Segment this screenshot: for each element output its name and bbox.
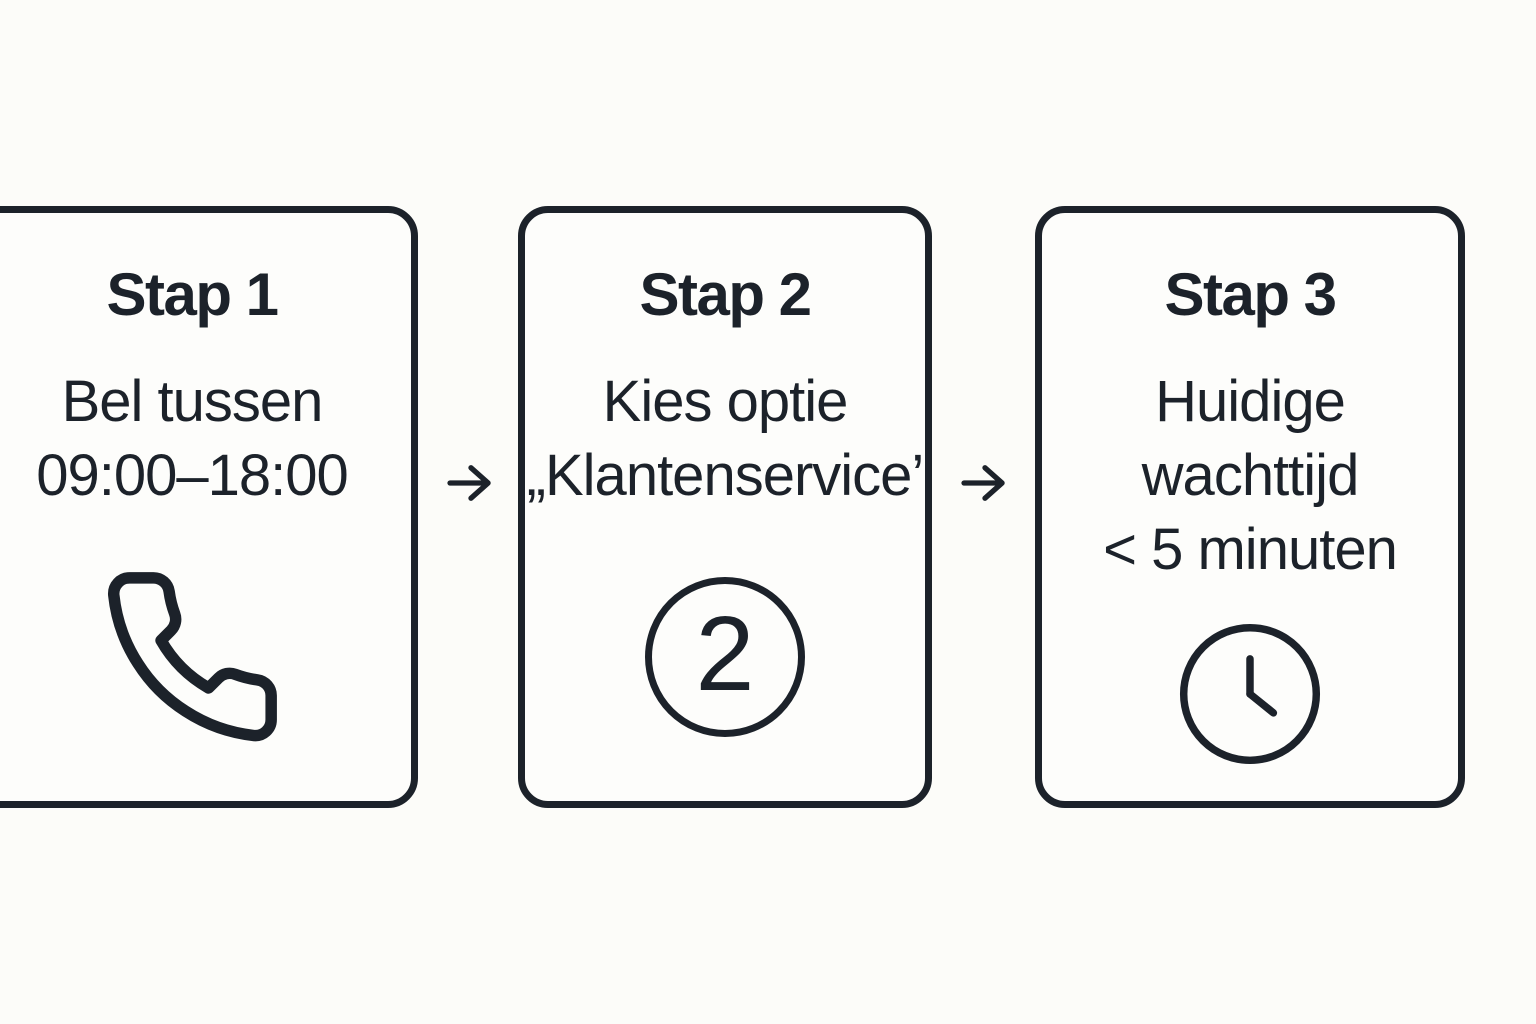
step-1-icon-area xyxy=(0,513,411,801)
arrow-right-icon xyxy=(960,463,1008,503)
step-3-line-3: < 5 minuten xyxy=(1103,517,1398,582)
step-3-line-1: Huidige xyxy=(1155,369,1346,434)
step-2-line-1: Kies optie xyxy=(602,369,849,434)
option-number: 2 xyxy=(695,595,755,713)
number-2-circle-icon: 2 xyxy=(645,577,805,737)
step-1-title: Stap 1 xyxy=(106,261,279,328)
clock-icon xyxy=(1179,623,1321,765)
step-card-2: Stap 2 Kies optie „Klantenservice’ 2 xyxy=(518,206,932,808)
step-3-icon-area xyxy=(1042,587,1458,801)
step-3-line-2: wachttijd xyxy=(1141,443,1360,508)
step-2-line-2: „Klantenservice’ xyxy=(526,443,925,508)
step-card-3: Stap 3 Huidige wachttijd < 5 minuten xyxy=(1035,206,1465,808)
step-2-title: Stap 2 xyxy=(639,261,812,328)
step-2-icon-area: 2 xyxy=(525,513,925,801)
step-1-line-2: 09:00–18:00 xyxy=(36,443,349,508)
phone-icon xyxy=(108,572,277,742)
arrow-right-icon xyxy=(446,463,494,503)
step-3-title: Stap 3 xyxy=(1164,261,1337,328)
step-1-line-1: Bel tussen xyxy=(61,369,324,434)
step-card-1: Stap 1 Bel tussen 09:00–18:00 xyxy=(0,206,418,808)
